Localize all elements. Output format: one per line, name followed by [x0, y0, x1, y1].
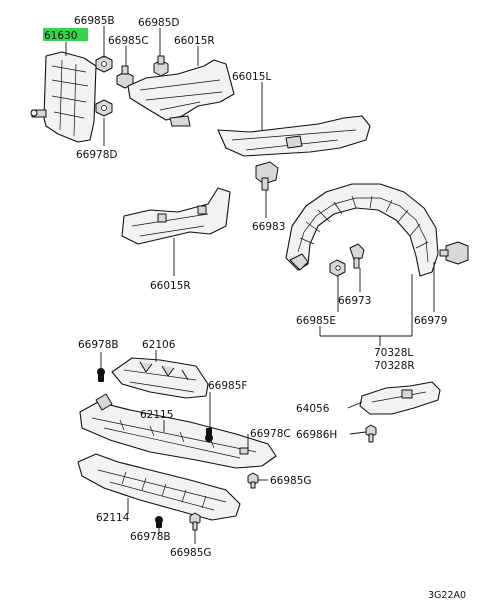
- part-66015R-mid: [121, 187, 231, 245]
- clip-66973: [349, 243, 365, 269]
- label-66015R-mid: 66015R: [150, 280, 191, 292]
- diagram-code: 3G22A0: [428, 590, 466, 601]
- label-66986H: 66986H: [296, 429, 337, 441]
- label-70328R: 70328R: [374, 360, 415, 372]
- clip-66985F: [205, 428, 213, 442]
- clip-66979: [439, 241, 469, 265]
- highlight-61630: [43, 28, 88, 41]
- label-66985D: 66985D: [138, 17, 180, 29]
- label-66979: 66979: [414, 315, 447, 327]
- label-62106: 62106: [142, 339, 176, 351]
- bolt-66985G-bottom: [189, 512, 201, 531]
- part-62114: [77, 453, 241, 521]
- nut-66985E: [329, 259, 346, 277]
- leader-lines: [65, 26, 435, 544]
- label-66978C: 66978C: [250, 428, 291, 440]
- label-64056: 64056: [296, 403, 330, 415]
- nut-66978D: [95, 99, 113, 117]
- nut-66985B: [95, 55, 113, 73]
- clip-66978B-bottom: [155, 516, 163, 528]
- label-61630: 61630: [44, 30, 77, 42]
- part-61630-panel: [30, 51, 97, 143]
- label-66978D: 66978D: [76, 149, 118, 161]
- part-64056: [359, 381, 441, 415]
- label-70328L: 70328L: [374, 347, 413, 359]
- label-66978B-bottom: 66978B: [130, 531, 171, 543]
- label-66985C: 66985C: [108, 35, 149, 47]
- label-66973: 66973: [338, 295, 371, 307]
- clip-66983: [255, 161, 279, 191]
- part-66015R-top: [127, 59, 235, 127]
- part-62106: [111, 357, 209, 399]
- clip-66978C: [239, 447, 249, 455]
- label-62115: 62115: [140, 409, 173, 421]
- part-66015L: [217, 115, 371, 157]
- label-66978B-top: 66978B: [78, 339, 119, 351]
- bolt-66985G-right: [247, 472, 259, 489]
- label-66985B: 66985B: [74, 15, 115, 27]
- bolt-66986H: [365, 424, 377, 443]
- label-66985G-bottom: 66985G: [170, 547, 212, 559]
- label-66985G-right: 66985G: [270, 475, 312, 487]
- label-66015R-top: 66015R: [174, 35, 215, 47]
- label-66985E: 66985E: [296, 315, 336, 327]
- label-62114: 62114: [96, 512, 130, 524]
- clip-66978B-top: [97, 368, 105, 382]
- part-62115: [79, 393, 277, 469]
- part-70328-fender-liner: [285, 183, 439, 277]
- nut-66985D: [153, 55, 169, 77]
- label-66985F: 66985F: [208, 380, 247, 392]
- label-66983: 66983: [252, 221, 285, 233]
- label-66015L: 66015L: [232, 71, 271, 83]
